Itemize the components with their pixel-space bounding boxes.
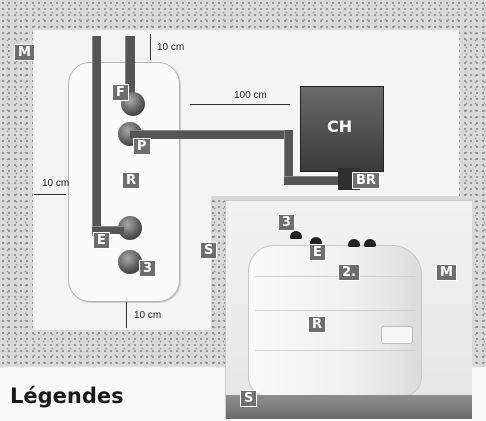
label-r-plan: R xyxy=(122,172,141,189)
label-s-plan: S xyxy=(200,242,218,259)
dimension-top: 10 cm xyxy=(157,42,185,53)
label-f: F xyxy=(112,84,129,101)
label-s-photo: S xyxy=(240,390,258,407)
port-3 xyxy=(118,250,142,274)
cap-e xyxy=(310,237,322,245)
label-e-plan: E xyxy=(93,232,110,249)
dimension-left: 10 cm xyxy=(42,178,70,189)
dimension-arrow-side xyxy=(190,104,290,105)
label-m-photo: M xyxy=(436,264,457,281)
boiler-ch: CH xyxy=(300,86,384,172)
legend-title: Légendes xyxy=(10,384,124,408)
pipe-fill xyxy=(125,36,135,96)
dimension-arrow-top xyxy=(150,34,151,60)
pipe-supply-to-burner xyxy=(284,176,340,185)
label-e-photo: E xyxy=(309,244,326,261)
label-3-photo: 3 xyxy=(278,214,296,231)
label-r-photo: R xyxy=(308,316,327,333)
label-m-wall: M xyxy=(14,44,35,61)
tank-photo xyxy=(225,200,472,419)
gauge-indicator xyxy=(381,326,413,344)
tank-body xyxy=(248,245,422,397)
cap-3 xyxy=(290,231,302,239)
label-3-plan: 3 xyxy=(139,260,157,277)
dimension-arrow-left xyxy=(34,194,66,195)
pipe-supply-horizontal xyxy=(130,130,290,139)
boiler-label: CH xyxy=(327,117,353,136)
pipe-supply-vertical xyxy=(284,130,293,182)
pipe-vent-left xyxy=(92,36,101,236)
dimension-side: 100 cm xyxy=(234,90,267,101)
tank-rib xyxy=(255,310,415,311)
tank-rib xyxy=(255,276,415,277)
dimension-arrow-bottom xyxy=(126,302,127,328)
label-p: P xyxy=(133,138,151,155)
floor-s xyxy=(226,395,472,419)
label-2-photo: 2. xyxy=(338,264,360,281)
cap-2b xyxy=(364,239,376,247)
pipe-e-connector xyxy=(92,226,124,234)
tank-rib xyxy=(255,350,415,351)
cap-2a xyxy=(348,239,360,247)
dimension-bottom: 10 cm xyxy=(134,310,162,321)
label-br: BR xyxy=(352,172,380,189)
